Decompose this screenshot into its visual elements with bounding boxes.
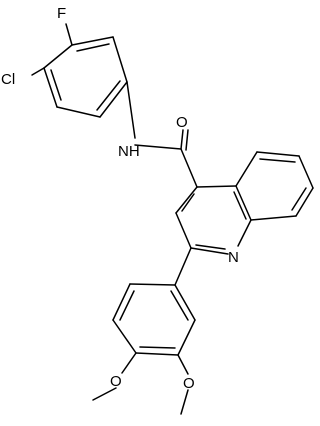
bond-o-ch3-left <box>92 387 117 401</box>
bond <box>250 215 297 221</box>
bond-quinoline-aryl <box>174 247 192 286</box>
bond <box>56 106 101 118</box>
bond-c-o-methoxy-right <box>177 354 189 375</box>
bond-c-o-1 <box>180 129 184 150</box>
bond-inner <box>170 290 189 321</box>
bond-inner <box>50 69 62 101</box>
bond-inner <box>291 187 307 211</box>
bond <box>129 283 176 286</box>
bond-inner <box>195 244 226 250</box>
bond-c-o-2 <box>185 129 189 151</box>
bond-inner <box>76 43 110 52</box>
bond <box>235 151 258 187</box>
bond <box>43 67 58 108</box>
bond <box>295 187 314 217</box>
amide-oxygen-label: O <box>176 114 188 131</box>
fluorine-label: F <box>57 5 66 22</box>
bond-inner <box>139 346 176 349</box>
methoxy-oxygen-right-label: O <box>183 375 195 392</box>
bond-c-n <box>126 81 136 139</box>
bond <box>298 155 314 189</box>
bond <box>112 36 128 83</box>
bond <box>112 283 131 321</box>
bond <box>43 44 73 69</box>
bond-inner <box>181 193 195 212</box>
quinoline-ring <box>175 151 314 255</box>
quinoline-nitrogen-label: N <box>228 249 239 266</box>
bond <box>112 319 137 354</box>
bond <box>177 319 196 356</box>
dimethoxyphenyl-ring <box>112 283 196 356</box>
bond <box>99 81 128 118</box>
chlorine-label: Cl <box>1 71 15 88</box>
bond <box>135 352 179 356</box>
bond-o-ch3-right <box>180 389 189 415</box>
bond-c-f <box>65 23 73 46</box>
bond-inner <box>259 158 296 163</box>
bond <box>174 284 196 321</box>
bond-c-o-methoxy-left <box>121 352 137 374</box>
bond-inner <box>233 191 247 220</box>
bond <box>175 186 198 214</box>
bond <box>235 185 252 221</box>
bond <box>175 212 192 249</box>
bond <box>256 151 300 157</box>
methoxy-oxygen-left-label: O <box>110 373 122 390</box>
bond <box>71 36 114 46</box>
bond-inner <box>96 80 121 111</box>
amide-nh-label: NH <box>118 143 140 160</box>
bond-n-c <box>134 144 182 150</box>
chlorofluorophenyl-ring <box>43 36 128 118</box>
bond-c-cl <box>31 67 45 76</box>
bond <box>196 185 237 188</box>
bond-c-quinoline <box>180 148 198 188</box>
bond <box>237 219 252 247</box>
bond-inner <box>119 290 135 321</box>
bond <box>190 247 229 255</box>
